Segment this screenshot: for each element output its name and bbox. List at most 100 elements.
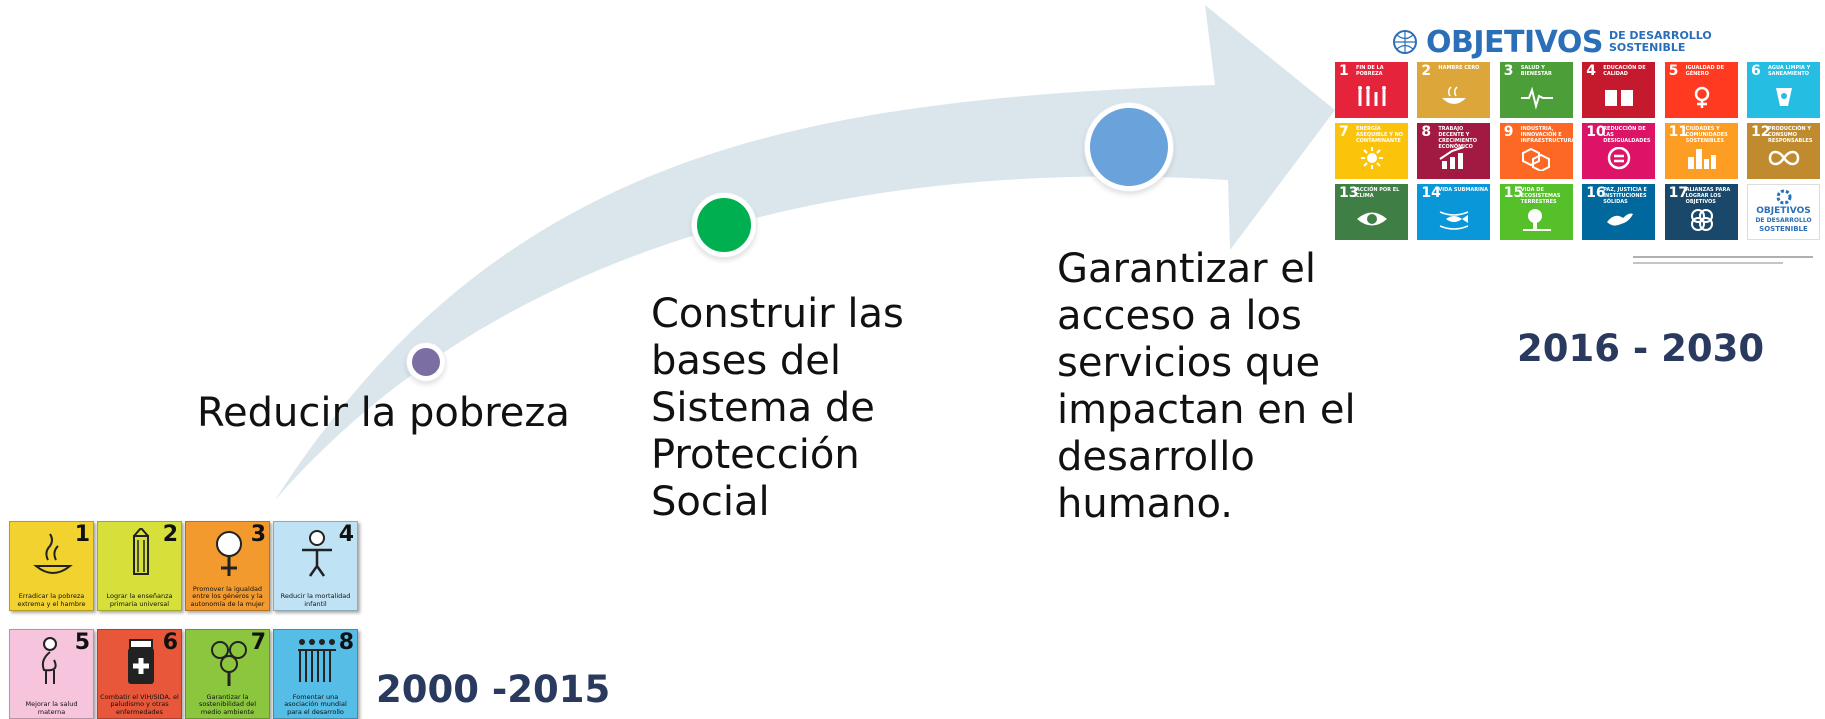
sdg-logo-line-1: OBJETIVOS [1756, 206, 1811, 216]
sdg-tile-number: 14 [1421, 185, 1441, 201]
sdg-wheel-icon [1776, 189, 1792, 205]
sdg-tile-label: VIDA DE ECOSISTEMAS TERRESTRES [1520, 187, 1561, 205]
arrow-shape [275, 5, 1335, 500]
sdg-logo-text: OBJETIVOS DE DESARROLLO SOSTENIBLE [1750, 207, 1817, 234]
growth-chart-icon [1439, 147, 1465, 169]
mdg-tile-number: 8 [338, 630, 354, 655]
sdg-tile-number: 15 [1503, 185, 1524, 201]
bowl-icon [1442, 86, 1467, 104]
sdg-tile-number: 4 [1586, 63, 1596, 79]
sdg-tile-9: 9 INDUSTRIA, INNOVACIÓN E INFRAESTRUCTURA [1499, 123, 1573, 179]
mdg-tile-caption: Mejorar la salud materna [25, 700, 78, 716]
gender-icon [1694, 86, 1709, 108]
milestone-dot-2 [692, 193, 756, 257]
sdg-title: OBJETIVOS DE DESARROLLO SOSTENIBLE [1390, 25, 1712, 60]
sdg-logo-line-3: SOSTENIBLE [1759, 225, 1808, 233]
heartbeat-icon [1520, 86, 1553, 110]
mdg-tile-caption: Garantizar la sostenibilidad del medio a… [199, 692, 256, 716]
sdg-tile-2: 2 HAMBRE CERO [1417, 62, 1491, 118]
sdg-tile-7: 7 ENERGÍA ASEQUIBLE Y NO CONTAMINANTE [1335, 123, 1408, 179]
sdg-tile-number: 2 [1421, 63, 1432, 79]
sdg-tile-number: 16 [1586, 185, 1606, 201]
milestone-text-3: Garantizar el acceso a los servicios que… [1057, 246, 1356, 527]
sdg-title-sub: DE DESARROLLO SOSTENIBLE [1609, 30, 1712, 54]
dove-icon [1607, 213, 1634, 226]
equal-icon [1607, 147, 1631, 170]
sdg-tile-number: 7 [1339, 124, 1349, 140]
sdg-tile-label: REDUCCIÓN DE LAS DESIGUALDADES [1603, 126, 1651, 144]
bowl-icon [33, 533, 73, 574]
sdg-tile-number: 3 [1503, 63, 1514, 79]
sdg-tile-number: 5 [1668, 63, 1679, 79]
sdg-tile-label: TRABAJO DECENTE Y CRECIMIENTO ECONÓMICO [1438, 126, 1477, 150]
mdg-tile-number: 6 [162, 630, 178, 655]
book-icon [1605, 90, 1634, 106]
sdg-title-sub-1: DE DESARROLLO [1608, 29, 1712, 42]
tree-bird-icon [1522, 209, 1551, 231]
milestone-text-1: Reducir la pobreza [197, 390, 570, 436]
mdg-tile-caption: Erradicar la pobreza extrema y el hambre [17, 592, 86, 608]
sdg-tile-number: 12 [1751, 124, 1771, 140]
city-icon [1687, 149, 1716, 169]
milestone-dot-3 [1085, 103, 1173, 191]
sdg-tile-number: 9 [1503, 124, 1514, 140]
mdg-tile-caption: Lograr la enseñanza primaria universal [106, 592, 173, 608]
family-icon [1358, 86, 1386, 106]
sdg-tile-label: ALIANZAS PARA LOGRAR LOS OBJETIVOS [1685, 187, 1731, 205]
pregnant-woman-icon [41, 637, 57, 684]
water-icon [1776, 88, 1792, 106]
sdg-tile-label: ENERGÍA ASEQUIBLE Y NO CONTAMINANTE [1356, 126, 1404, 144]
cubes-icon [1521, 147, 1550, 171]
people-group-icon [298, 639, 336, 682]
sdg-tile-label: IGUALDAD DE GÉNERO [1685, 65, 1724, 77]
pencil-icon [133, 528, 149, 575]
period-label-sdg: 2016 - 2030 [1517, 327, 1765, 370]
female-symbol-icon [216, 531, 242, 576]
sdg-tile-3: 3 SALUD Y BIENESTAR [1499, 62, 1573, 118]
sdg-tile-label: PAZ, JUSTICIA E INSTITUCIONES SÓLIDAS [1603, 187, 1647, 205]
sdg-tile-label: PRODUCCIÓN Y CONSUMO RESPONSABLES [1768, 126, 1813, 144]
eye-globe-icon [1357, 212, 1387, 226]
mdg-tile-number: 7 [250, 630, 266, 655]
mdg-tile-number: 1 [74, 522, 90, 547]
sdg-tile-label: VIDA SUBMARINA [1438, 187, 1488, 193]
sdg-tile-label: HAMBRE CERO [1438, 65, 1480, 71]
mdg-tile-caption: Combatir el VIH/SIDA, el paludismo y otr… [100, 692, 179, 716]
mdg-tile-caption: Promover la igualdad entre los géneros y… [190, 584, 265, 608]
mdg-tile-caption: Fomentar una asociación mundial para el … [284, 692, 347, 716]
un-emblem-icon [1393, 30, 1417, 54]
infinity-icon [1768, 150, 1800, 166]
sdg-logo-tile: OBJETIVOS DE DESARROLLO SOSTENIBLE [1747, 184, 1820, 240]
fine-print-line [1633, 256, 1813, 258]
sdg-title-sub-2: SOSTENIBLE [1608, 41, 1686, 54]
fine-print-line [1633, 262, 1783, 264]
mdg-tile-number: 3 [250, 522, 266, 547]
milestone-dot-1 [407, 343, 445, 381]
sun-icon [1361, 147, 1383, 169]
sdg-tile-label: SALUD Y BIENESTAR [1520, 65, 1552, 77]
mdg-tile-number: 2 [162, 522, 178, 547]
sdg-tile-number: 6 [1751, 63, 1761, 79]
sdg-tile-number: 1 [1339, 63, 1349, 79]
sdg-tile-5: 5 IGUALDAD DE GÉNERO [1664, 62, 1738, 118]
rings-icon [1690, 209, 1713, 231]
sdg-tile-label: INDUSTRIA, INNOVACIÓN E INFRAESTRUCTURA [1520, 126, 1573, 144]
